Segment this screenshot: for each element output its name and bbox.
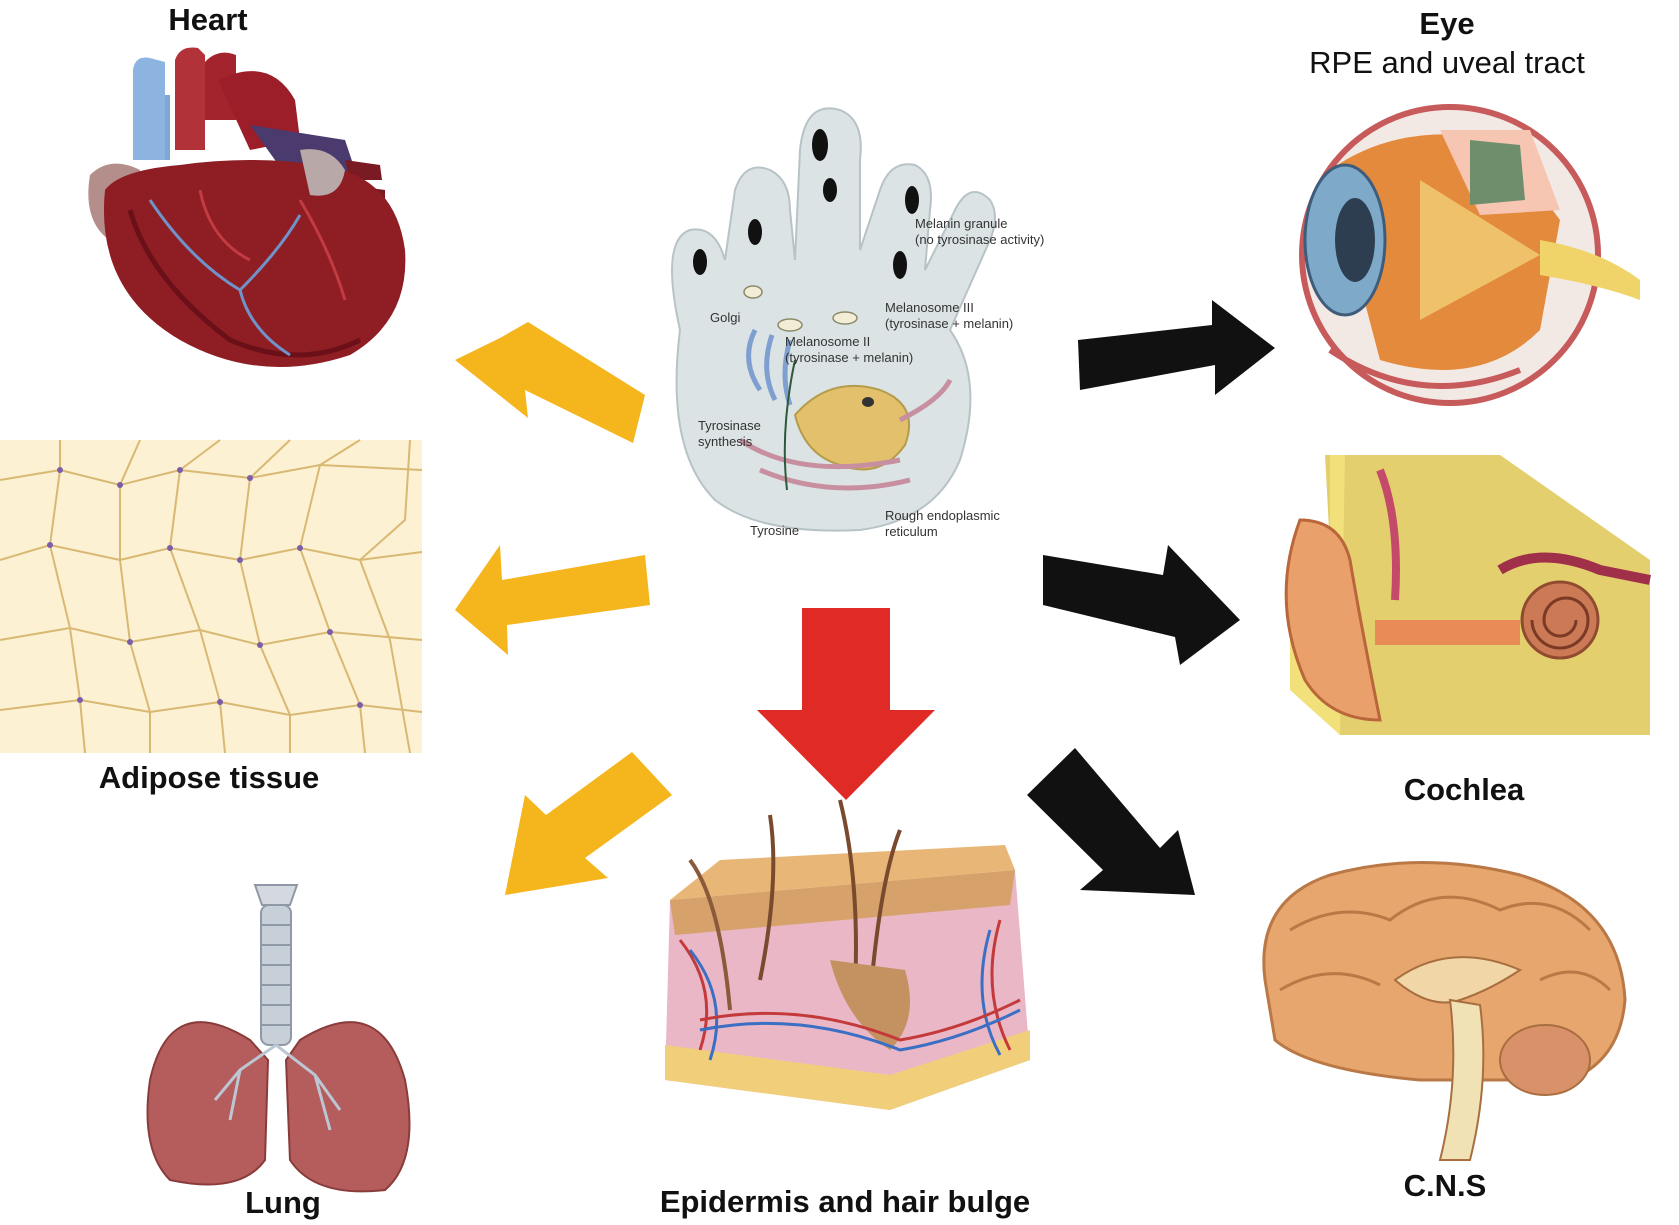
- arrow-to-epidermis: [757, 608, 935, 800]
- brain-illustration: [1262, 861, 1627, 1161]
- arrow-to-lung: [505, 752, 672, 895]
- label-golgi: Golgi: [710, 310, 740, 325]
- arrow-to-heart: [455, 322, 645, 443]
- arrow-to-cns: [1027, 748, 1195, 895]
- label-rough-er: Rough endoplasmic: [885, 508, 1000, 523]
- arrow-to-cochlea: [1043, 545, 1240, 665]
- label-lung: Lung: [245, 1185, 321, 1220]
- lung-illustration: [146, 884, 411, 1193]
- label-melanosome-iii: Melanosome III: [885, 300, 974, 315]
- label-eye: Eye: [1419, 6, 1475, 41]
- label-eye-sub: RPE and uveal tract: [1309, 45, 1585, 80]
- label-synthesis: synthesis: [698, 434, 753, 449]
- label-reticulum: reticulum: [885, 524, 938, 539]
- label-melanosome-iii-note: (tyrosinase + melanin): [885, 316, 1013, 331]
- arrow-to-adipose: [455, 545, 650, 655]
- label-melanosome-ii-note: (tyrosinase + melanin): [785, 350, 913, 365]
- label-epidermis: Epidermis and hair bulge: [659, 1184, 1031, 1219]
- arrow-to-eye: [1078, 300, 1275, 395]
- label-melanosome-ii: Melanosome II: [785, 334, 870, 349]
- label-cns: C.N.S: [1403, 1168, 1487, 1203]
- eye-illustration: [1299, 104, 1640, 406]
- heart-illustration: [88, 47, 406, 367]
- melanocyte-illustration: Melanin granule (no tyrosinase activity)…: [671, 107, 1044, 539]
- ear-illustration: [1284, 455, 1651, 735]
- label-melanin-granule-note: (no tyrosinase activity): [915, 232, 1044, 247]
- label-tyrosine: Tyrosine: [750, 523, 799, 538]
- label-heart: Heart: [168, 2, 248, 37]
- label-cochlea: Cochlea: [1403, 772, 1525, 807]
- label-tyrosinase: Tyrosinase: [698, 418, 761, 433]
- skin-illustration: [665, 799, 1030, 1110]
- label-melanin-granule: Melanin granule: [915, 216, 1008, 231]
- arrows: [455, 300, 1275, 895]
- label-adipose-tissue: Adipose tissue: [98, 760, 320, 795]
- adipose-tissue-illustration: [0, 439, 423, 754]
